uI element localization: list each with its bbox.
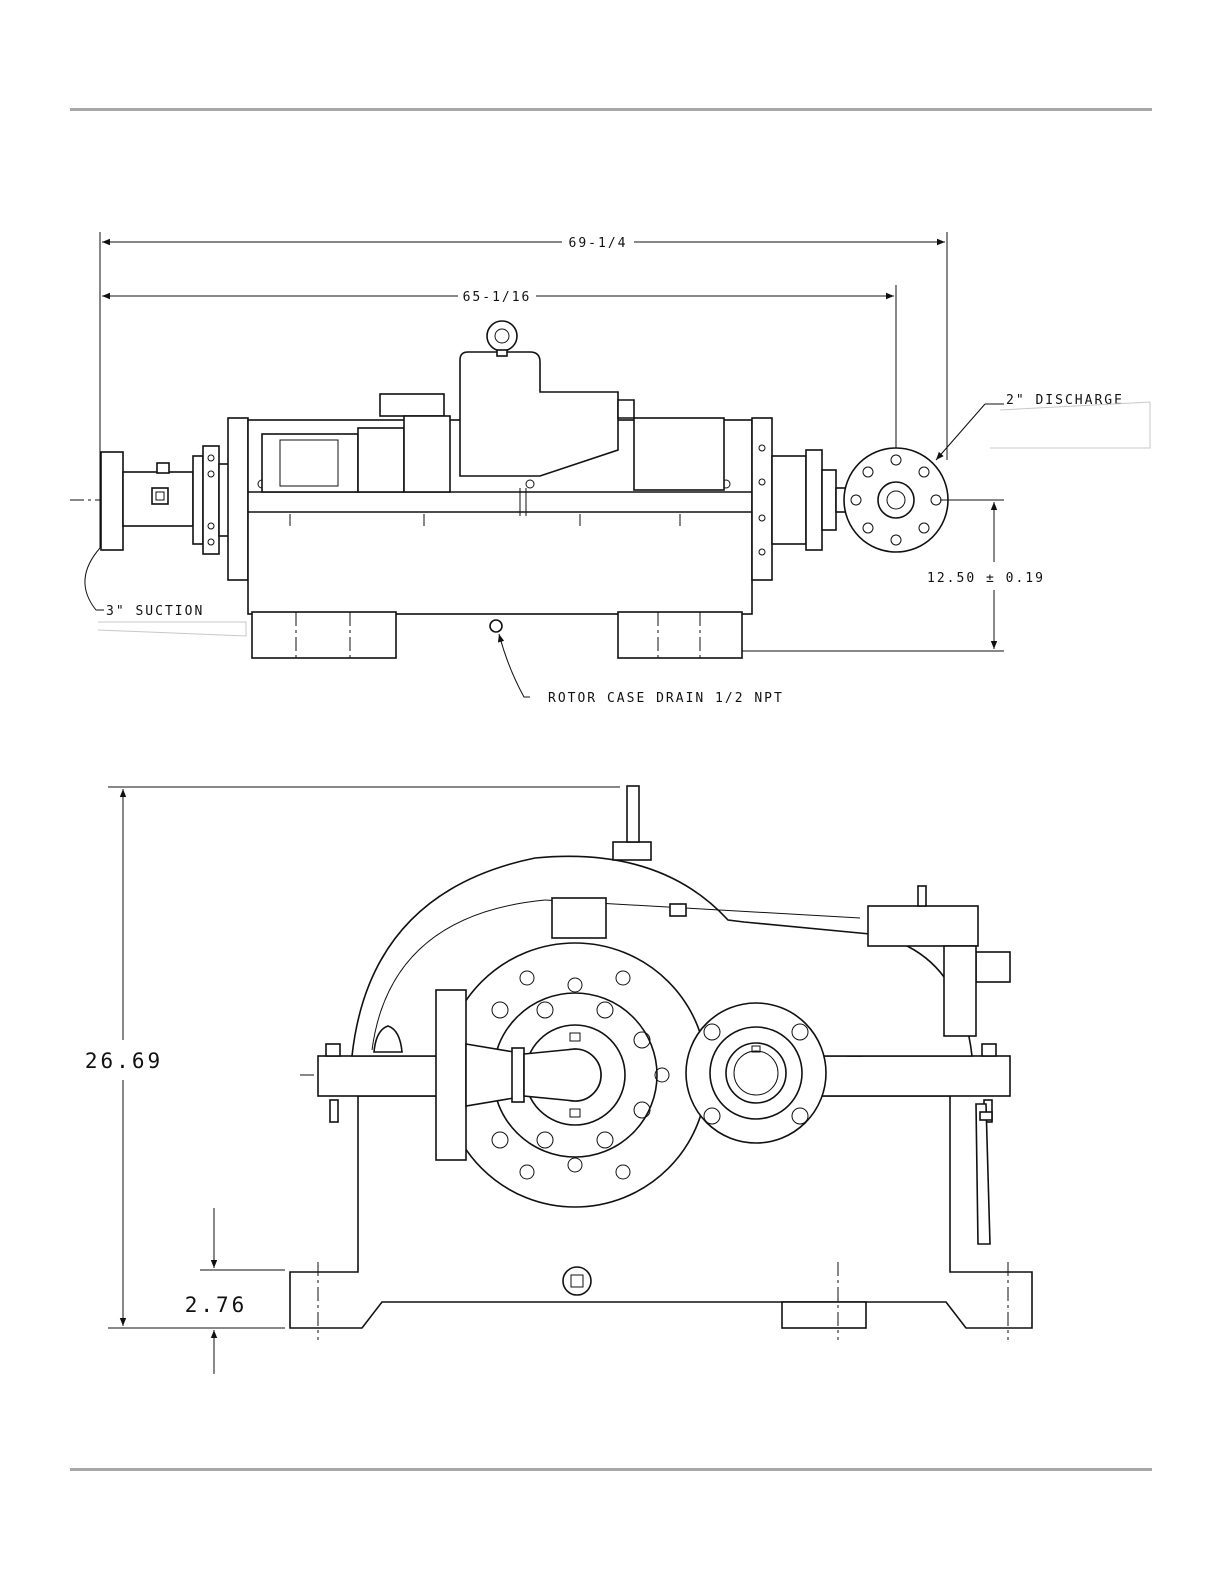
suction-label: 3" SUCTION — [106, 604, 204, 619]
dim-flange-to-flange-text: 65-1/16 — [463, 290, 532, 305]
dimension-base-height: 2.76 — [185, 1208, 285, 1374]
drain-label: ROTOR CASE DRAIN 1/2 NPT — [548, 691, 784, 706]
lift-rod — [613, 786, 651, 860]
suction-flange — [101, 446, 229, 554]
drain-port — [490, 620, 502, 632]
right-end-plate — [752, 418, 772, 580]
discharge-flange — [844, 448, 948, 552]
side-bracket — [976, 1104, 992, 1244]
front-drain-plug — [563, 1267, 591, 1295]
front-view: 26.69 2.76 — [85, 786, 1032, 1374]
centerline-height-text: 12.50 ± 0.19 — [927, 571, 1045, 586]
pump-feet-top — [252, 612, 742, 660]
total-height-text: 26.69 — [85, 1049, 163, 1073]
left-end-plate — [228, 418, 248, 580]
base-height-text: 2.76 — [185, 1293, 248, 1317]
top-view: 69-1/4 65-1/16 — [70, 232, 1150, 706]
suction-leader: 3" SUCTION — [85, 548, 246, 636]
discharge-side — [772, 450, 848, 550]
discharge-label: 2" DISCHARGE — [1006, 393, 1124, 408]
upper-housing-details — [262, 321, 724, 492]
discharge-leader: 2" DISCHARGE — [936, 393, 1150, 460]
gear-bearing — [686, 1003, 826, 1143]
dim-overall-length-text: 69-1/4 — [569, 236, 628, 251]
